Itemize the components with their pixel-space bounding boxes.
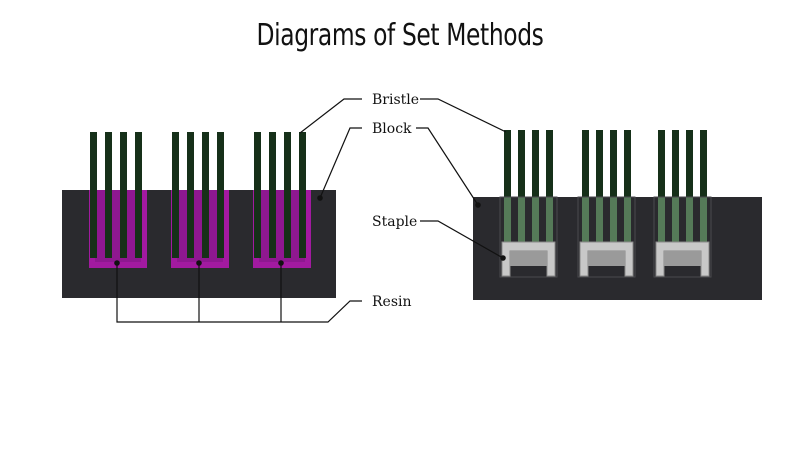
bristle xyxy=(504,130,511,198)
resin-fill xyxy=(259,190,305,262)
resin-bracket xyxy=(116,263,362,323)
bristle-inserted xyxy=(624,197,631,245)
staple-tuft-1 xyxy=(499,130,558,278)
bristle xyxy=(254,132,261,258)
staple-label: Staple xyxy=(372,214,417,230)
staple-set-diagram xyxy=(473,130,762,300)
block-leader-right xyxy=(416,127,479,206)
staple-shade xyxy=(510,251,547,266)
bristle xyxy=(532,130,539,198)
staple-leader xyxy=(420,220,504,259)
bristle xyxy=(672,130,679,198)
resin-label: Resin xyxy=(372,294,412,310)
resin-tuft-2 xyxy=(171,132,229,268)
bristle xyxy=(135,132,142,258)
bristle xyxy=(105,132,112,258)
bristle-inserted xyxy=(672,197,679,245)
bristle xyxy=(546,130,553,198)
bristle-inserted xyxy=(582,197,589,245)
bristle xyxy=(187,132,194,258)
bristle xyxy=(658,130,665,198)
bristle xyxy=(90,132,97,258)
bristle xyxy=(202,132,209,258)
block-label: Block xyxy=(372,121,412,137)
bristle xyxy=(700,130,707,198)
bristle-inserted xyxy=(518,197,525,245)
resin-fill xyxy=(95,190,141,262)
bristle-inserted xyxy=(658,197,665,245)
bristle xyxy=(518,130,525,198)
leader-dot xyxy=(196,260,202,266)
staple-tuft-3 xyxy=(653,130,712,278)
leader-dot xyxy=(475,202,481,208)
leader-dot xyxy=(317,195,323,201)
leader-dots xyxy=(114,195,506,266)
block-leader-left xyxy=(319,127,362,199)
resin-tuft-1 xyxy=(89,132,147,268)
resin-tuft-3 xyxy=(253,132,311,268)
leader-dot xyxy=(500,255,506,261)
bristle-inserted xyxy=(610,197,617,245)
diagram-title: Diagrams of Set Methods xyxy=(256,18,544,53)
leader-dot xyxy=(114,260,120,266)
resin-set-diagram xyxy=(62,132,336,298)
bristle-inserted xyxy=(596,197,603,245)
bristle-inserted xyxy=(504,197,511,245)
staple-shade xyxy=(664,251,701,266)
staple-hole xyxy=(499,196,558,278)
bristle-label: Bristle xyxy=(372,92,419,108)
leader-lines xyxy=(116,98,507,323)
bristle xyxy=(217,132,224,258)
resin-fill xyxy=(177,190,223,262)
leader-dot xyxy=(278,260,284,266)
bristle-inserted xyxy=(546,197,553,245)
staple-shade xyxy=(588,251,625,266)
bristle-inserted xyxy=(700,197,707,245)
bristle xyxy=(120,132,127,258)
staple-hole xyxy=(653,196,712,278)
bristle xyxy=(596,130,603,198)
bristle xyxy=(284,132,291,258)
bristle xyxy=(582,130,589,198)
bristle xyxy=(686,130,693,198)
bristle xyxy=(172,132,179,258)
bristle-inserted xyxy=(532,197,539,245)
bristle xyxy=(269,132,276,258)
staple-tuft-2 xyxy=(577,130,636,278)
bristle xyxy=(610,130,617,198)
bristle xyxy=(299,132,306,258)
bristle-inserted xyxy=(686,197,693,245)
bristle xyxy=(624,130,631,198)
staple-hole xyxy=(577,196,636,278)
bristle-leader-right xyxy=(420,98,507,133)
bristle-leader-left xyxy=(299,98,362,134)
